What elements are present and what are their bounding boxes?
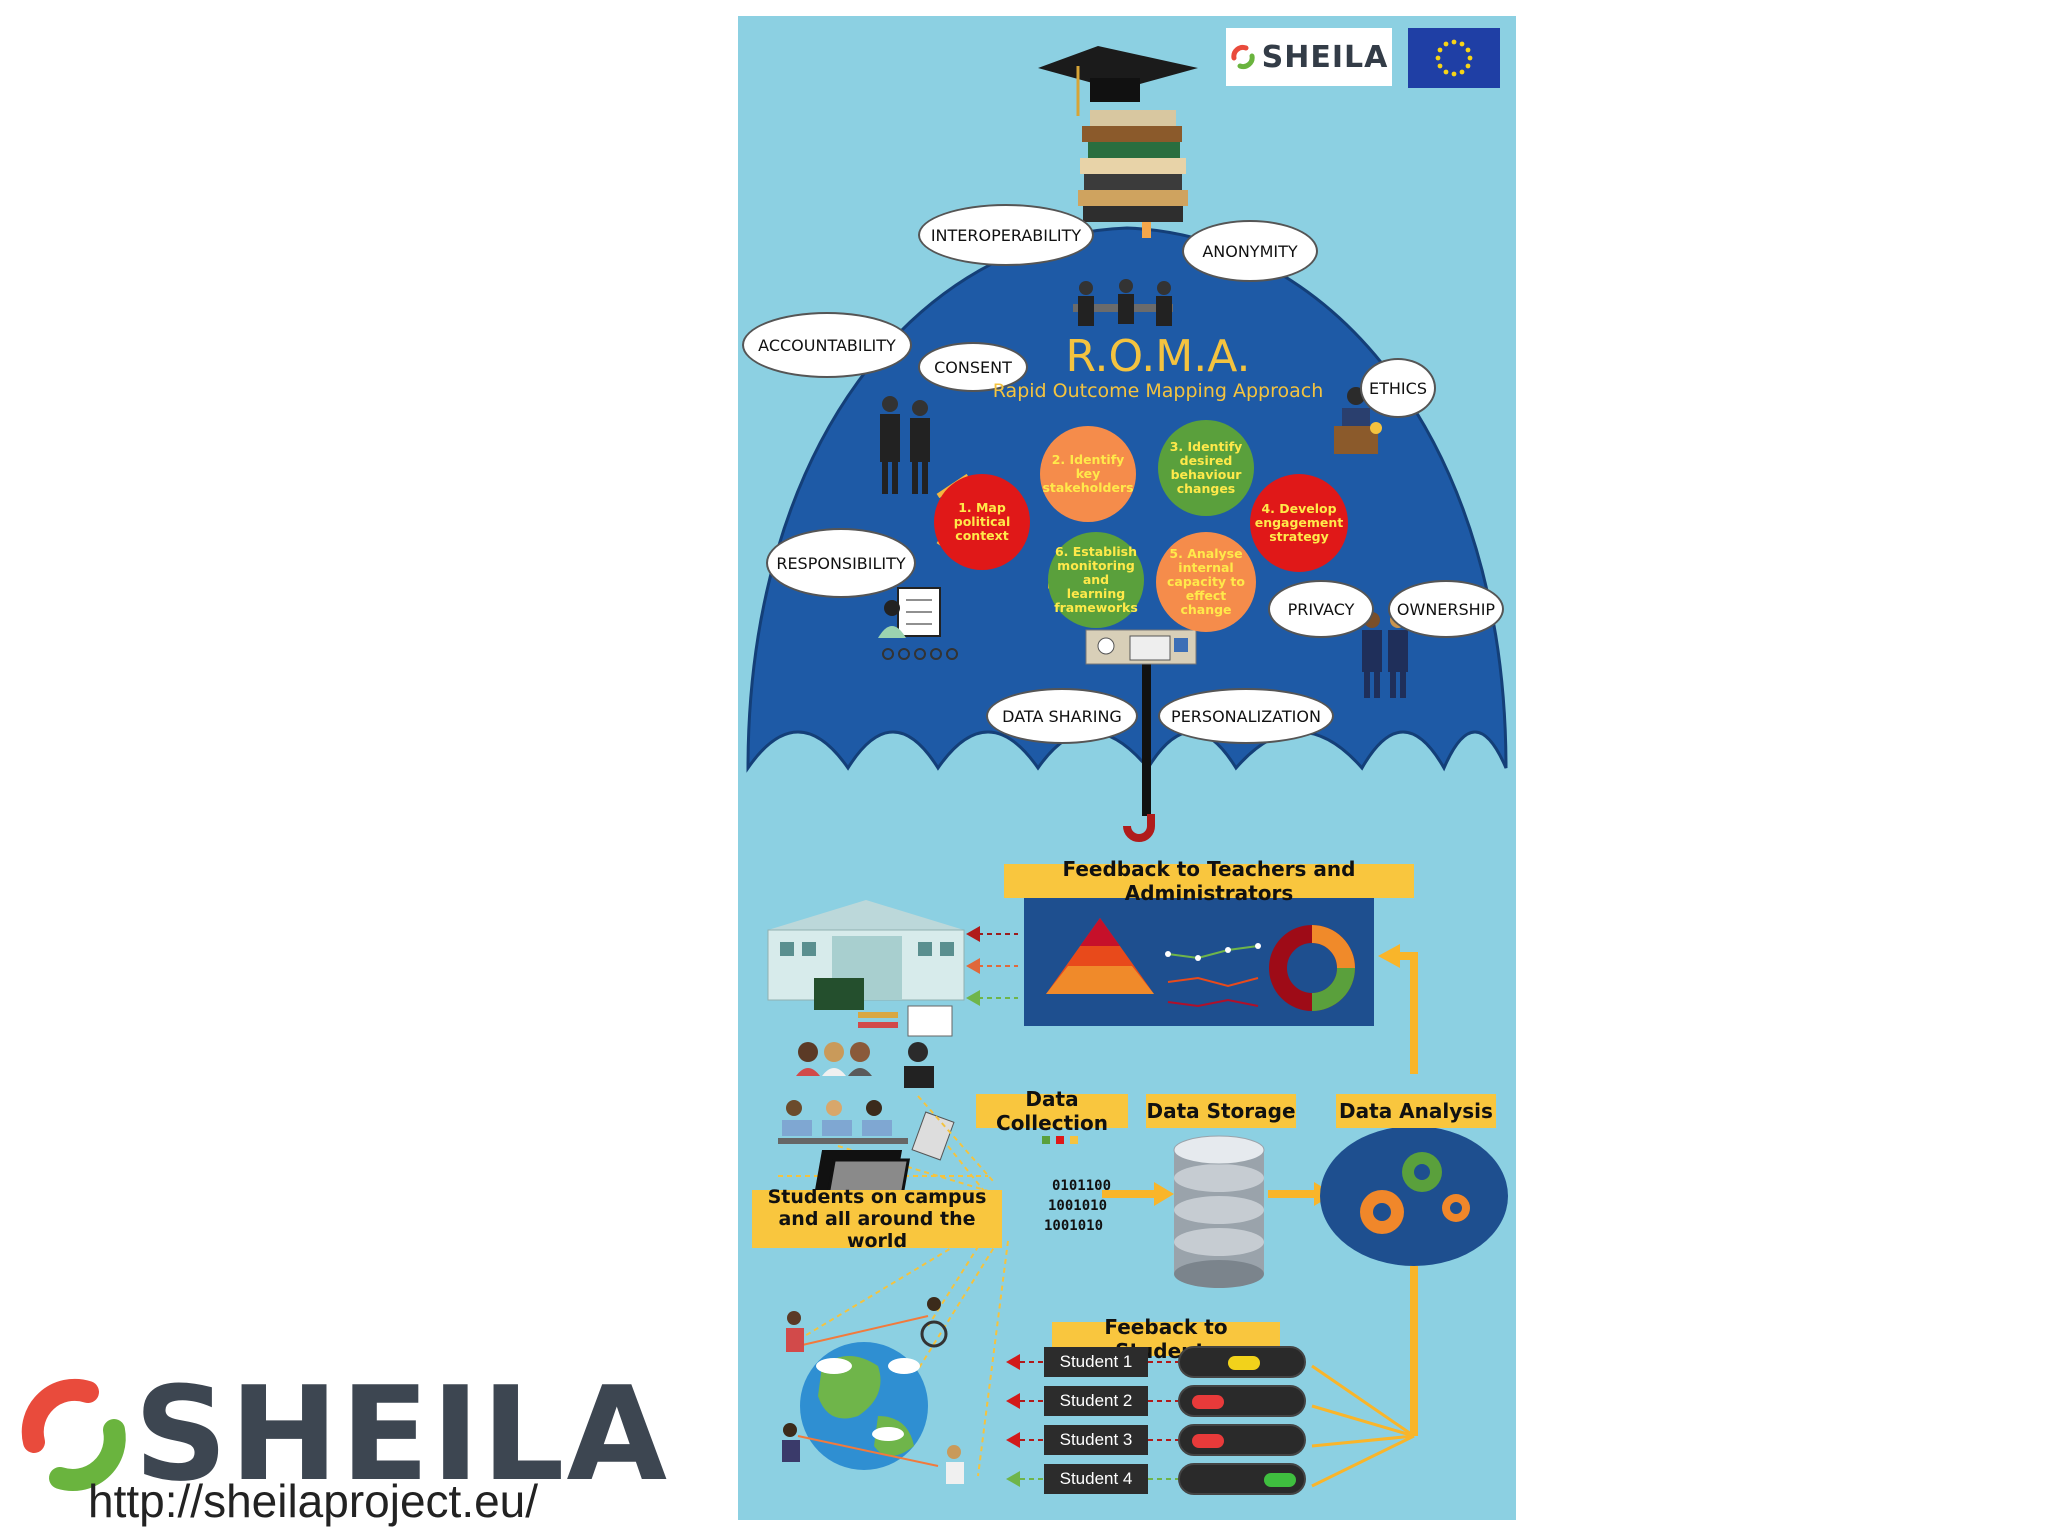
student-2-label: Student 2: [1044, 1386, 1148, 1416]
umbrella-shaft: [1142, 656, 1151, 816]
ownership-bubble: OWNERSHIP: [1388, 580, 1504, 638]
binary-line-1: 0101100: [1052, 1178, 1111, 1194]
teacher-board-icon: [878, 587, 958, 660]
students-at-desks-icon: [778, 1100, 955, 1161]
database-icon: [1173, 1135, 1265, 1288]
student-4-label: Student 4: [1044, 1464, 1148, 1494]
sheila-swirl-icon: [1231, 44, 1255, 70]
donut-chart-icon: [1269, 925, 1355, 1011]
privacy-bubble: PRIVACY: [1268, 580, 1374, 638]
personalization-bubble: PERSONALIZATION: [1158, 688, 1334, 744]
step-1-map-political-context: 1. Map political context: [934, 474, 1030, 570]
green-light-icon: [1264, 1473, 1296, 1487]
ethics-bubble: ETHICS: [1360, 358, 1436, 418]
eu-flag: [1408, 28, 1500, 88]
step-5-analyse-internal-capacity: 5. Analyse internal capacity to effect c…: [1156, 532, 1256, 632]
sheila-swirl-large-icon: [21, 1378, 126, 1491]
globe-icon: [797, 1315, 939, 1470]
student-1-status-light: [1178, 1346, 1306, 1378]
students-group-icon: [796, 1042, 934, 1088]
binary-line-2: 1001010: [1048, 1198, 1107, 1214]
consent-bubble: CONSENT: [918, 342, 1028, 392]
umbrella-handle: [1123, 814, 1155, 842]
graduates-icon: [1362, 612, 1408, 698]
binary-line-3: 1001010: [1044, 1218, 1103, 1234]
interoperability-bubble: INTEROPERABILITY: [918, 204, 1094, 266]
roma-title: R.O.M.A.: [1065, 331, 1251, 382]
responsibility-bubble: RESPONSIBILITY: [766, 528, 916, 598]
project-url-link[interactable]: http://sheilaproject.eu/: [88, 1475, 539, 1527]
line-chart-icon: [1167, 945, 1259, 1008]
eu-stars-icon: [1435, 39, 1473, 77]
data-sharing-bubble: DATA SHARING: [986, 688, 1138, 744]
student-1-label: Student 1: [1044, 1347, 1148, 1377]
analysis-to-teachers-arrow: [1398, 952, 1418, 1074]
red-light-icon: [1192, 1434, 1224, 1448]
books-stack: [1078, 110, 1188, 222]
feedback-teachers-label: Feedback to Teachers and Administrators: [1004, 857, 1414, 905]
student-4-status-light: [1178, 1463, 1306, 1495]
gears-icon: [1360, 1152, 1470, 1234]
remote-learners-icon: [782, 1297, 964, 1484]
open-book-icon: [907, 1005, 953, 1037]
roma-subtitle: Rapid Outcome Mapping Approach: [992, 380, 1324, 402]
sheila-logo-text: SHEILA: [1261, 39, 1389, 75]
step-2-identify-stakeholders: 2. Identify key stakeholders: [1040, 426, 1136, 522]
student-2-status-light: [1178, 1385, 1306, 1417]
step-4-develop-engagement-strategy: 4. Develop engagement strategy: [1250, 474, 1348, 572]
step-3-identify-behaviour-changes: 3. Identify desired behaviour changes: [1158, 420, 1254, 516]
analysis-ellipse: [1320, 1126, 1508, 1266]
sheila-logo-small[interactable]: SHEILA: [1226, 28, 1392, 86]
meeting-icon: [1073, 279, 1173, 326]
poster-graphics: 0101100 1001010 1001010: [746, 46, 1508, 1488]
step-6-establish-monitoring: 6. Establish monitoring and learning fra…: [1048, 532, 1144, 628]
anonymity-bubble: ANONYMITY: [1182, 220, 1318, 282]
speaker-podium-icon: [1334, 387, 1382, 454]
data-storage-label: Data Storage: [1146, 1094, 1296, 1128]
accountability-bubble: ACCOUNTABILITY: [742, 312, 912, 378]
school-building-icon: [767, 900, 965, 1010]
student-3-status-light: [1178, 1424, 1306, 1456]
desk-workspace-icon: [1085, 629, 1197, 665]
students-campus-label: Students on campus and all around the wo…: [752, 1186, 1002, 1252]
business-people-icon: [880, 396, 930, 494]
student-3-label: Student 3: [1044, 1425, 1148, 1455]
sheila-logo-large-text: SHEILA: [134, 1358, 670, 1510]
red-light-icon: [1192, 1395, 1224, 1409]
data-analysis-label: Data Analysis: [1336, 1094, 1496, 1128]
data-collection-label: Data Collection: [976, 1087, 1128, 1135]
yellow-light-icon: [1228, 1356, 1260, 1370]
sheila-logo-large[interactable]: SHEILA: [14, 1358, 669, 1510]
infographic-poster: 0101100 1001010 1001010: [738, 16, 1516, 1520]
